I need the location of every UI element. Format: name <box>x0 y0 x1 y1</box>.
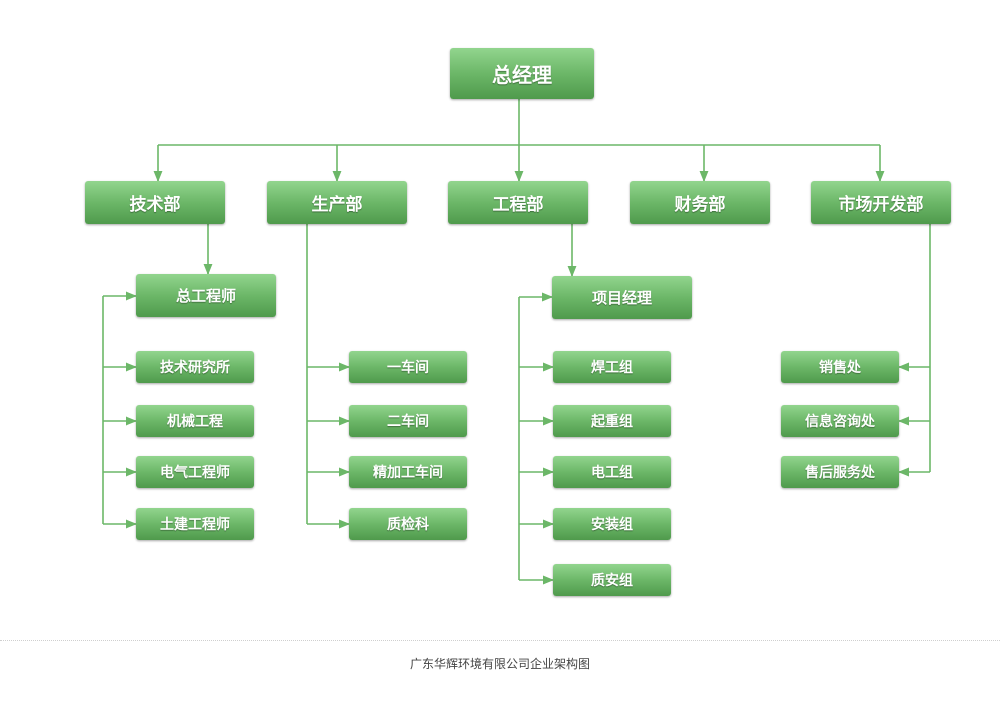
node-prod-finishing-workshop: 精加工车间 <box>349 456 467 488</box>
node-tech-research-institute: 技术研究所 <box>136 351 254 383</box>
node-dept-engineering: 工程部 <box>448 181 588 224</box>
node-general-manager: 总经理 <box>450 48 594 99</box>
footer-divider <box>0 640 1000 641</box>
node-tech-electrical: 电气工程师 <box>136 456 254 488</box>
diagram-caption: 广东华辉环境有限公司企业架构图 <box>409 657 590 671</box>
node-mkt-after-sales: 售后服务处 <box>781 456 899 488</box>
node-prod-workshop-2: 二车间 <box>349 405 467 437</box>
node-tech-mechanical: 机械工程 <box>136 405 254 437</box>
node-chief-engineer: 总工程师 <box>136 274 276 317</box>
node-mkt-info-consulting: 信息咨询处 <box>781 405 899 437</box>
node-eng-welding-group: 焊工组 <box>553 351 671 383</box>
node-eng-lifting-group: 起重组 <box>553 405 671 437</box>
node-dept-production: 生产部 <box>267 181 407 224</box>
node-eng-electrician-group: 电工组 <box>553 456 671 488</box>
node-eng-quality-safety-group: 质安组 <box>553 564 671 596</box>
node-prod-workshop-1: 一车间 <box>349 351 467 383</box>
node-dept-technology: 技术部 <box>85 181 225 224</box>
node-tech-civil: 土建工程师 <box>136 508 254 540</box>
node-eng-installation-group: 安装组 <box>553 508 671 540</box>
node-mkt-sales: 销售处 <box>781 351 899 383</box>
node-dept-marketing: 市场开发部 <box>811 181 951 224</box>
node-project-manager: 项目经理 <box>552 276 692 319</box>
node-prod-quality-inspection: 质检科 <box>349 508 467 540</box>
node-dept-finance: 财务部 <box>630 181 770 224</box>
